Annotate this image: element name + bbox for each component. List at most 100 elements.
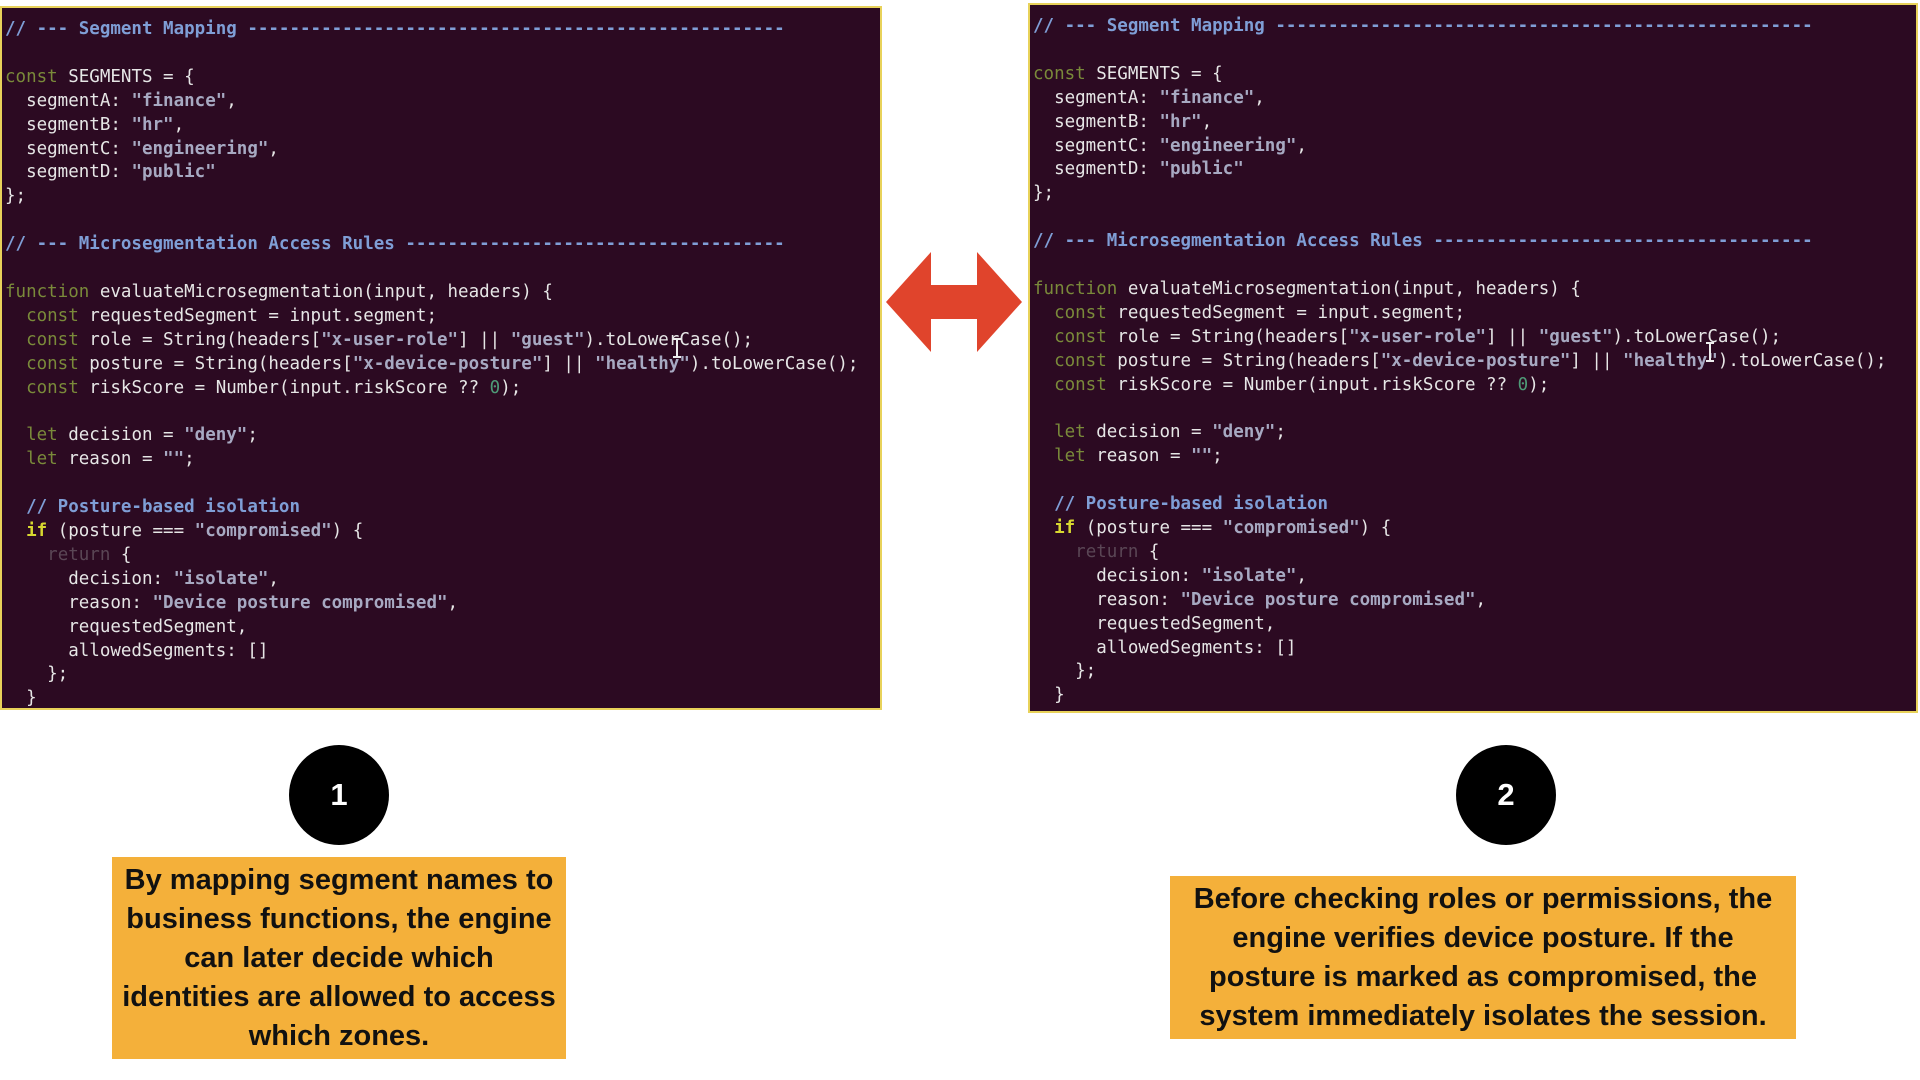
code-token: , xyxy=(1254,87,1265,108)
code-token: function xyxy=(1033,278,1118,299)
code-token: "isolate" xyxy=(1201,565,1297,586)
code-line: decision: "isolate", xyxy=(1033,565,1916,589)
code-line: requestedSegment, xyxy=(5,616,880,640)
code-line: return { xyxy=(1033,541,1916,565)
code-line xyxy=(1033,206,1916,230)
code-line: reason: "Device posture compromised", xyxy=(5,592,880,616)
code-token: requestedSegment = input.segment; xyxy=(78,305,437,326)
code-token: , xyxy=(447,592,459,613)
code-token xyxy=(1033,422,1054,442)
code-token: (posture === xyxy=(1075,518,1223,539)
code-line: segmentB: "hr", xyxy=(1033,111,1916,135)
code-token: return xyxy=(1075,541,1139,562)
code-token: , xyxy=(226,90,237,111)
code-token xyxy=(5,330,26,350)
code-token: "engineering" xyxy=(1159,135,1297,156)
code-token: "" xyxy=(1191,446,1213,467)
code-token: segmentB: xyxy=(1033,111,1160,132)
code-block-left: // --- Segment Mapping -----------------… xyxy=(2,8,880,708)
text-cursor-icon xyxy=(1705,341,1715,363)
code-line xyxy=(5,42,880,66)
code-line: // --- Segment Mapping -----------------… xyxy=(1033,15,1916,39)
code-token: "healthy" xyxy=(1623,350,1718,371)
code-token: 0 xyxy=(489,377,501,398)
code-token: posture = String(headers[ xyxy=(78,353,353,374)
code-token: requestedSegment, xyxy=(5,616,248,637)
code-line: const role = String(headers["x-user-role… xyxy=(5,329,880,353)
code-token: , xyxy=(1296,135,1307,156)
code-token: posture = String(headers[ xyxy=(1106,350,1381,371)
code-token: let xyxy=(26,425,58,446)
code-line: segmentA: "finance", xyxy=(1033,87,1916,111)
code-token: const xyxy=(26,353,79,374)
code-token: ).toLowerCase(); xyxy=(689,353,859,374)
code-block-right: // --- Segment Mapping -----------------… xyxy=(1030,5,1916,708)
code-token: , xyxy=(1475,589,1487,610)
code-line: // --- Microsegmentation Access Rules --… xyxy=(1033,230,1916,254)
code-token: "" xyxy=(163,449,185,470)
code-token: reason: xyxy=(5,592,153,613)
code-token: reason = xyxy=(57,449,164,470)
callout-step-1: By mapping segment names to business fun… xyxy=(112,857,566,1059)
code-token: , xyxy=(268,138,279,159)
code-token: role = String(headers[ xyxy=(1106,326,1350,347)
code-token: segmentA: xyxy=(1033,87,1160,108)
code-token xyxy=(5,545,47,565)
code-line: let reason = ""; xyxy=(5,448,880,472)
code-token: ] || xyxy=(1570,350,1624,371)
code-line: // --- Microsegmentation Access Rules --… xyxy=(5,233,880,257)
code-token: "public" xyxy=(131,162,216,183)
code-line: const riskScore = Number(input.riskScore… xyxy=(1033,374,1916,398)
code-line: allowedSegments: [] xyxy=(1033,637,1916,661)
code-token: { xyxy=(1138,541,1160,562)
code-token: "Device posture compromised" xyxy=(1180,589,1476,610)
code-line: function evaluateMicrosegmentation(input… xyxy=(1033,278,1916,302)
code-panel-left: // --- Segment Mapping -----------------… xyxy=(0,6,882,710)
code-token: let xyxy=(1054,422,1086,443)
code-line: const riskScore = Number(input.riskScore… xyxy=(5,377,880,401)
code-token: "finance" xyxy=(1159,87,1255,108)
code-token: const xyxy=(1054,326,1107,347)
code-token: "x-user-role" xyxy=(1349,326,1487,347)
code-token: ] || xyxy=(542,353,596,374)
code-token xyxy=(1033,446,1054,466)
code-token: { xyxy=(110,544,132,565)
code-line xyxy=(5,401,880,425)
code-token: SEGMENTS = { xyxy=(1085,63,1223,84)
code-line xyxy=(1033,398,1916,422)
code-token: ); xyxy=(1528,374,1550,395)
code-token: segmentD: xyxy=(1033,159,1160,180)
code-line xyxy=(1033,469,1916,493)
code-line xyxy=(1033,254,1916,278)
code-token xyxy=(1033,351,1054,371)
code-line: let reason = ""; xyxy=(1033,445,1916,469)
code-token: return xyxy=(47,544,111,565)
code-token: decision = xyxy=(57,425,185,446)
code-line: }; xyxy=(5,185,880,209)
code-line: reason: "Device posture compromised", xyxy=(1033,589,1916,613)
code-token: }; xyxy=(1033,183,1055,204)
code-token: if xyxy=(1054,518,1076,539)
code-token xyxy=(5,449,26,469)
double-arrow-icon xyxy=(886,252,1022,352)
code-token: ).toLowerCase(); xyxy=(1717,350,1887,371)
code-line: const requestedSegment = input.segment; xyxy=(5,305,880,329)
code-token: "compromised" xyxy=(1222,518,1360,539)
code-token: ; xyxy=(247,425,258,446)
code-token: evaluateMicrosegmentation(input, headers… xyxy=(89,281,553,302)
code-token: function xyxy=(5,281,90,302)
code-token xyxy=(5,425,26,445)
code-token: allowedSegments: [] xyxy=(5,640,269,661)
code-token: if xyxy=(26,521,48,542)
code-line: }; xyxy=(1033,660,1916,684)
code-token: reason = xyxy=(1085,446,1192,467)
code-token: , xyxy=(1296,565,1307,586)
code-line: const posture = String(headers["x-device… xyxy=(1033,350,1916,374)
code-token: (posture === xyxy=(47,521,195,542)
code-panel-right: // --- Segment Mapping -----------------… xyxy=(1028,3,1918,713)
code-token: // Posture-based isolation xyxy=(1033,494,1329,515)
code-token: }; xyxy=(1033,661,1097,682)
code-token: , xyxy=(173,114,185,135)
code-line: segmentB: "hr", xyxy=(5,114,880,138)
code-token: "engineering" xyxy=(131,138,269,159)
